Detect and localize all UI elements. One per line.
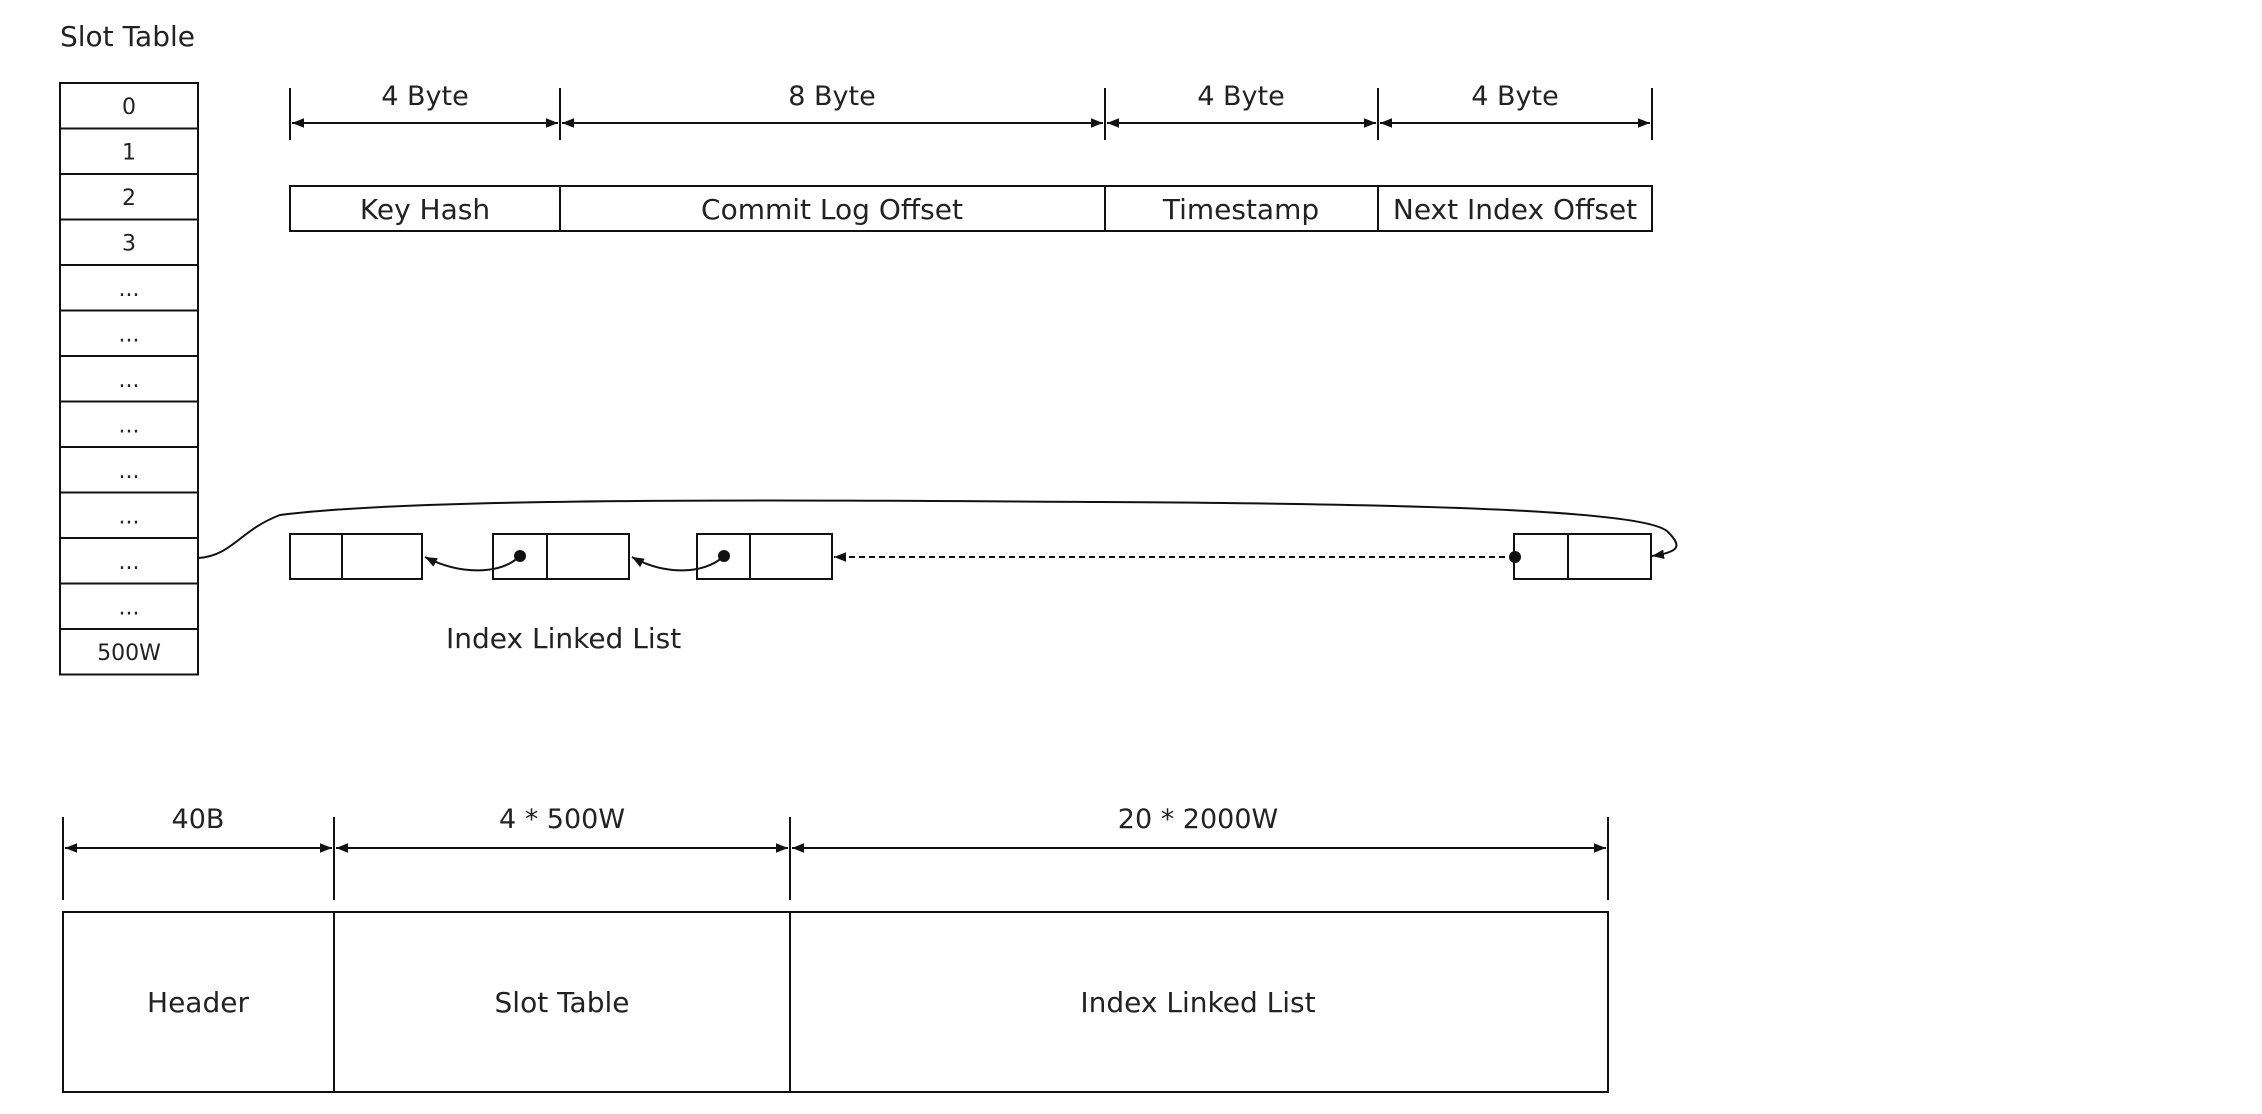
slot-cell: 1 [59,127,199,175]
field-next-index-offset: Next Index Offset [1393,193,1637,226]
slot-cell-label: ... [119,504,140,529]
list-node [492,533,630,580]
list-node [289,533,423,580]
slot-cell: ... [59,537,199,585]
slot-cell: ... [59,309,199,357]
file-layout-dimensions: 40B 4 * 500W 20 * 2000W [62,804,1609,900]
field-timestamp: Timestamp [1162,193,1319,226]
field-commit-log-offset: Commit Log Offset [701,193,963,226]
next-pointer-arrow [631,555,725,572]
layout-section-slot-table: Slot Table [495,986,630,1019]
slot-cell-label: 1 [122,140,136,165]
linked-list-label: Index Linked List [446,622,681,655]
slot-cell: ... [59,400,199,448]
slot-cell: 500W [59,628,199,676]
layout-size-index-linked-list: 20 * 2000W [1118,804,1278,835]
record-size-commit-log-offset: 8 Byte [788,81,875,112]
layout-size-slot-table: 4 * 500W [499,804,625,835]
slot-cell-label: 500W [97,641,161,666]
slot-cell: ... [59,582,199,630]
layout-section-header: Header [147,986,249,1019]
file-layout: Header Slot Table Index Linked List [62,911,1609,1093]
index-record-dimensions: 4 Byte 8 Byte 4 Byte 4 Byte [289,81,1653,140]
slot-cell-label: ... [119,322,140,347]
slot-cell-label: 2 [122,186,136,211]
layout-section-index-linked-list: Index Linked List [1080,986,1315,1019]
slot-cell-label: ... [119,595,140,620]
record-size-next-index-offset: 4 Byte [1471,81,1558,112]
list-node [696,533,833,580]
slot-table-title: Slot Table [60,20,195,53]
slot-cell: 0 [59,82,199,130]
slot-cell: ... [59,355,199,403]
list-node [1509,533,1652,580]
index-linked-list: Index Linked List [197,499,1678,655]
index-record: Key Hash Commit Log Offset Timestamp Nex… [289,185,1653,232]
slot-cell-label: ... [119,550,140,575]
slot-cell: ... [59,446,199,494]
record-size-key-hash: 4 Byte [381,81,468,112]
slot-cell: ... [59,264,199,312]
slot-cell: 2 [59,173,199,221]
field-key-hash: Key Hash [360,193,490,226]
next-pointer-arrow [424,555,521,572]
slot-cell-label: 3 [122,231,136,256]
slot-cell: 3 [59,218,199,266]
slot-cell-label: 0 [122,95,136,120]
slot-cell-label: ... [119,277,140,302]
slot-cell-label: ... [119,459,140,484]
slot-cell-label: ... [119,413,140,438]
record-size-timestamp: 4 Byte [1197,81,1284,112]
slot-pointer-curve [197,499,1678,560]
layout-size-header: 40B [172,804,225,835]
slot-cell: ... [59,491,199,539]
slot-cell-label: ... [119,368,140,393]
slot-table: 0 1 2 3........................ 500W [59,82,199,676]
